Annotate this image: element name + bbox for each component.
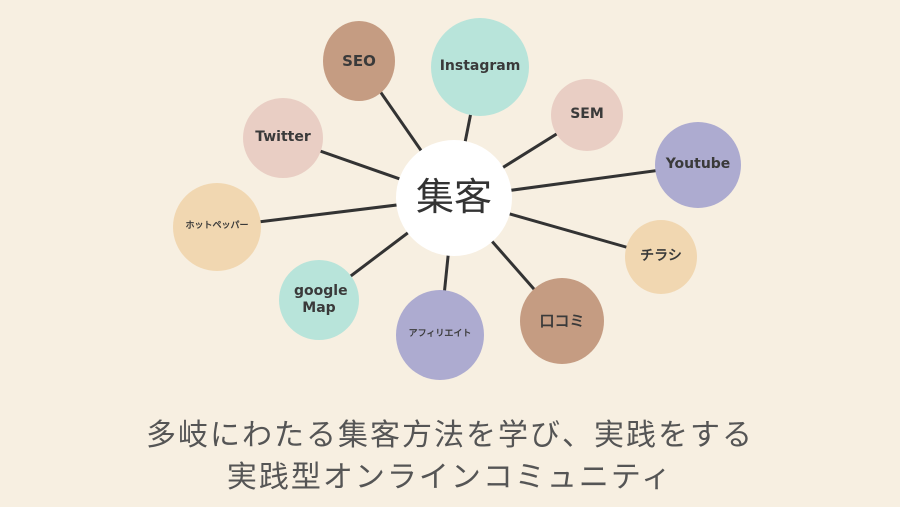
node-sem: SEM: [551, 79, 623, 151]
node-label: Twitter: [255, 129, 311, 146]
node-youtube: Youtube: [655, 122, 741, 208]
caption-line-1: 多岐にわたる集客方法を学び、実践をする: [146, 418, 754, 453]
node-label: 口コミ: [539, 311, 585, 330]
node-label: チラシ: [640, 248, 682, 265]
node-label: SEM: [570, 106, 604, 123]
node-label: SEO: [342, 51, 376, 70]
node-seo: SEO: [323, 21, 395, 101]
node-google-map: google Map: [279, 260, 359, 340]
node-label: google Map: [294, 282, 348, 317]
node-affiliate: アフィリエイト: [396, 290, 484, 380]
node-instagram: Instagram: [431, 18, 529, 116]
node-twitter: Twitter: [243, 98, 323, 178]
center-label: 集客: [415, 175, 492, 220]
center-node: 集客: [396, 140, 512, 256]
node-chirashi: チラシ: [625, 220, 697, 294]
node-label: Youtube: [665, 156, 731, 173]
node-label: アフィリエイト: [408, 329, 472, 340]
node-label: Instagram: [439, 58, 521, 75]
node-hotpepper: ホットペッパー: [173, 183, 261, 271]
node-kuchikomi: 口コミ: [520, 278, 604, 364]
node-label: ホットペッパー: [185, 221, 249, 232]
caption-line-2: 実践型オンラインコミュニティ: [226, 460, 674, 495]
